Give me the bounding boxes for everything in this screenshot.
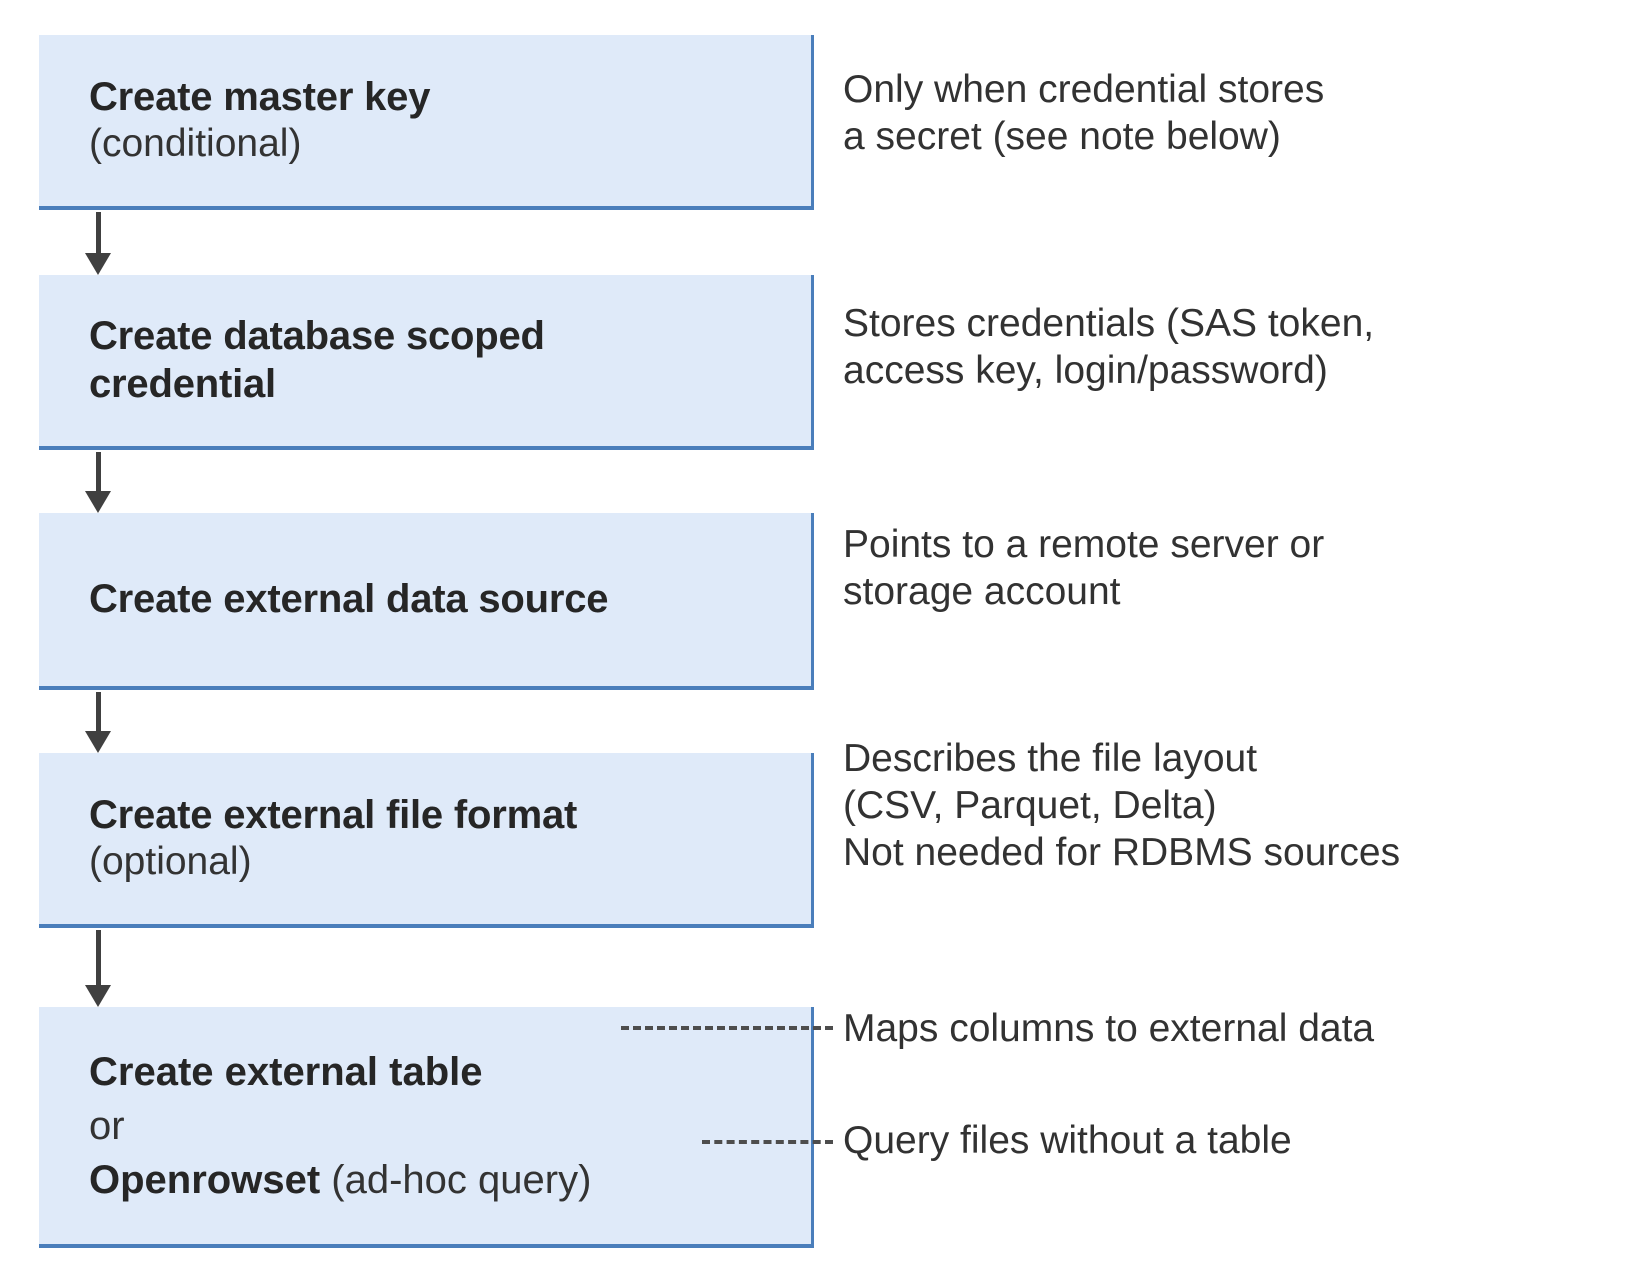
arrow-down-icon-data-source-to-file-format [85,692,111,753]
step-subtitle-file-format: (optional) [89,840,252,884]
arrow-down-icon-master-key-to-scoped-credential [85,212,111,275]
dashed-connector-openrowset [702,1140,833,1144]
step-box-master-key[interactable]: Create master key (conditional) [39,35,814,210]
note-data-source: Points to a remote server or storage acc… [843,523,1325,614]
dashed-connector-external-table [621,1026,833,1030]
arrow-down-icon-scoped-credential-to-data-source [85,452,111,513]
arrow-shaft [96,212,101,253]
note-openrowset: Query files without a table [843,1119,1292,1162]
note-external-table: Maps columns to external data [843,1007,1375,1050]
arrow-shaft [96,930,101,985]
step-suffix-openrowset: (ad-hoc query) [320,1157,592,1202]
note-file-format: Describes the file layout (CSV, Parquet,… [843,737,1401,875]
step-title-external-table: Create external table [89,1049,483,1094]
step-title-data-source: Create external data source [89,576,609,621]
arrow-shaft [96,692,101,731]
step-subtitle-master-key: (conditional) [89,122,302,166]
arrow-shaft [96,452,101,491]
external-table-or-separator: or [89,1103,125,1148]
step-box-external-table[interactable]: Create external table or Openrowset (ad-… [39,1007,814,1248]
openrowset-option-row: Openrowset (ad-hoc query) [89,1153,797,1207]
arrow-head [85,985,111,1007]
step-title-master-key: Create master key [89,74,431,119]
step-title-scoped-credential: Create database scoped credential [89,314,545,406]
step-box-scoped-credential[interactable]: Create database scoped credential [39,275,814,450]
note-master-key: Only when credential stores a secret (se… [843,68,1325,159]
step-box-data-source[interactable]: Create external data source [39,513,814,690]
arrow-head [85,731,111,753]
step-title-openrowset: Openrowset [89,1157,321,1202]
note-scoped-credential: Stores credentials (SAS token, access ke… [843,302,1375,393]
arrow-head [85,253,111,275]
step-title-file-format: Create external file format [89,792,578,837]
arrow-head [85,491,111,513]
step-box-file-format[interactable]: Create external file format (optional) [39,753,814,928]
external-table-option-row: Create external table [89,1045,797,1099]
external-table-options: Create external table or Openrowset (ad-… [89,1045,797,1207]
arrow-down-icon-file-format-to-external-table [85,930,111,1007]
